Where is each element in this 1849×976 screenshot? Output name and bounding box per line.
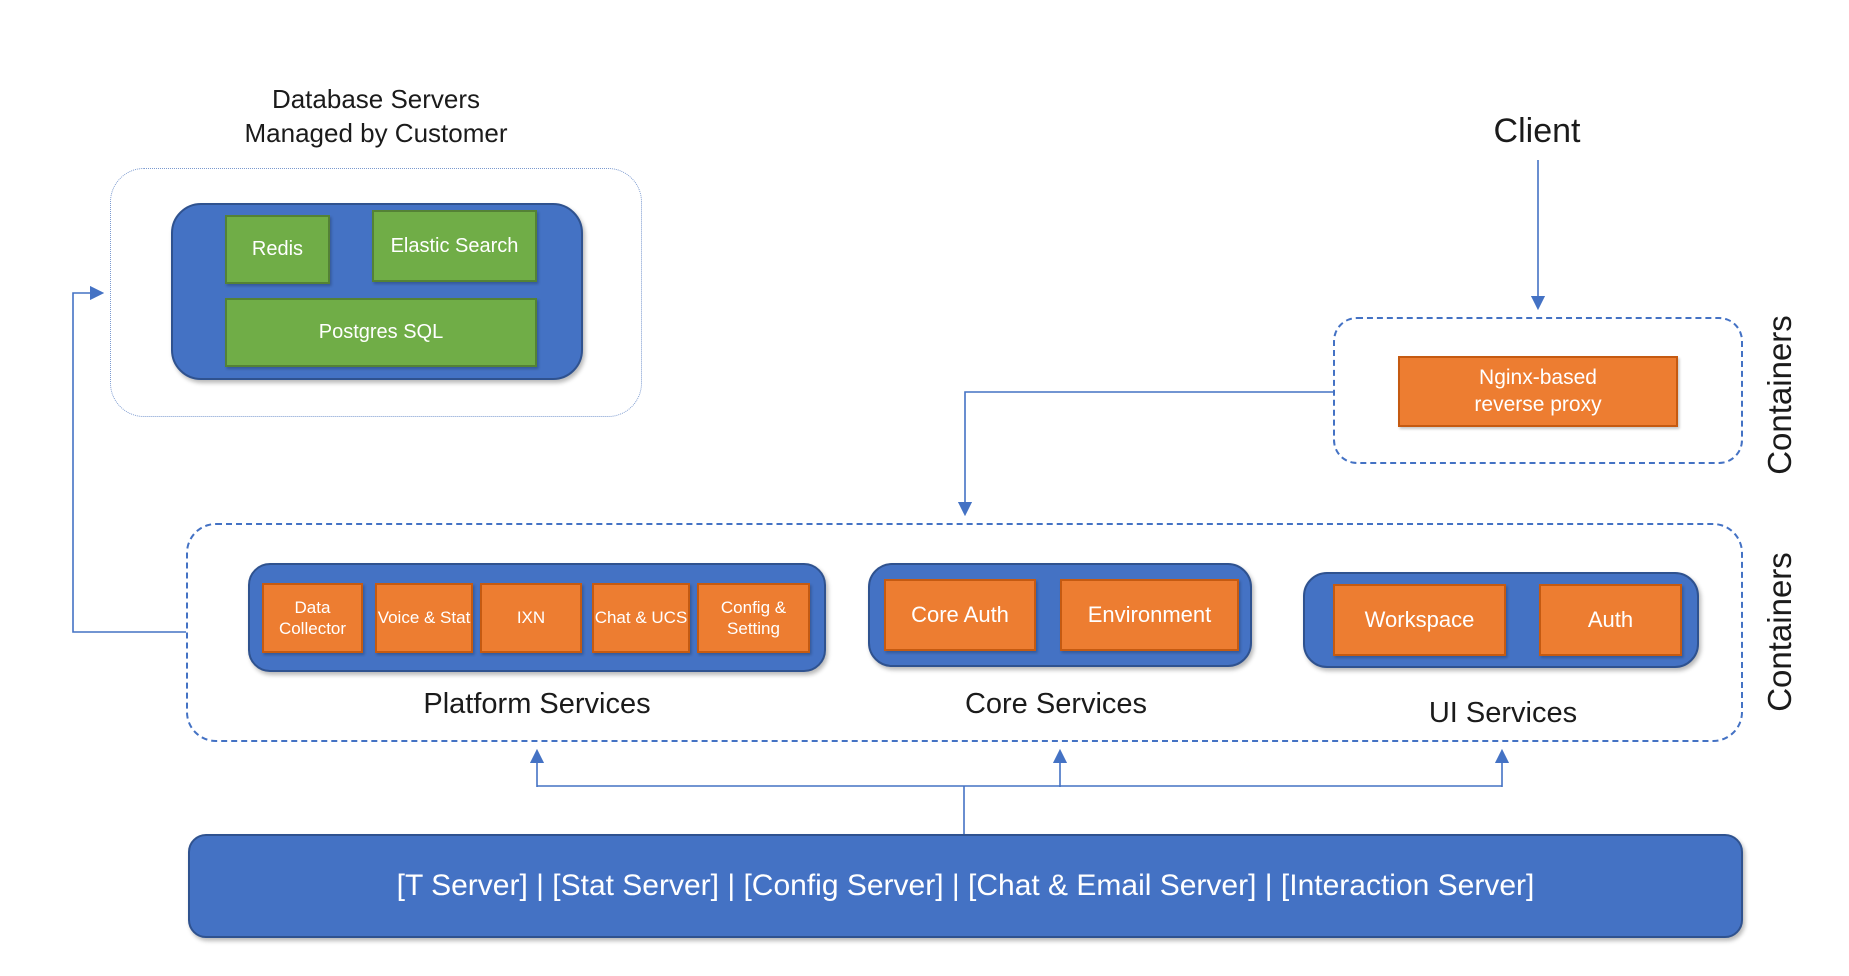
- chat-ucs-box: Chat & UCS: [592, 583, 690, 653]
- platform-services-label: Platform Services: [423, 688, 651, 720]
- containers-side-label-services: Containers: [1761, 552, 1798, 712]
- elastic-search-box: Elastic Search: [372, 210, 537, 282]
- ixn-box: IXN: [480, 583, 582, 653]
- nginx-box-text: Nginx-based reverse proxy: [1474, 365, 1601, 418]
- voice-stat-box: Voice & Stat: [375, 583, 473, 653]
- database-group-title: Database Servers Managed by Customer: [126, 82, 626, 150]
- nginx-text-line2: reverse proxy: [1474, 392, 1602, 416]
- services-container-box: [186, 523, 1743, 742]
- core-services-label: Core Services: [964, 688, 1148, 720]
- auth-box: Auth: [1539, 584, 1682, 656]
- server-list-bar: [T Server] | [Stat Server] | [Config Ser…: [188, 834, 1743, 938]
- proxy-container-box: [1333, 317, 1743, 464]
- client-label: Client: [1493, 112, 1581, 150]
- workspace-box: Workspace: [1333, 584, 1506, 656]
- containers-side-label-proxy: Containers: [1761, 315, 1798, 475]
- nginx-text-line1: Nginx-based: [1479, 366, 1597, 390]
- environment-box: Environment: [1060, 579, 1239, 651]
- config-setting-box: Config & Setting: [697, 583, 810, 653]
- connector-proxy-to-services: [957, 391, 1333, 517]
- database-title-line1: Database Servers: [271, 84, 481, 114]
- nginx-reverse-proxy-box: Nginx-based reverse proxy: [1398, 356, 1678, 427]
- data-collector-box: Data Collector: [262, 583, 363, 653]
- core-auth-box: Core Auth: [884, 579, 1036, 651]
- database-outer-container: [110, 168, 642, 417]
- redis-box: Redis: [225, 215, 330, 284]
- database-title-line2: Managed by Customer: [244, 118, 508, 148]
- postgres-sql-box: Postgres SQL: [225, 298, 537, 367]
- ui-services-label: UI Services: [1428, 697, 1578, 729]
